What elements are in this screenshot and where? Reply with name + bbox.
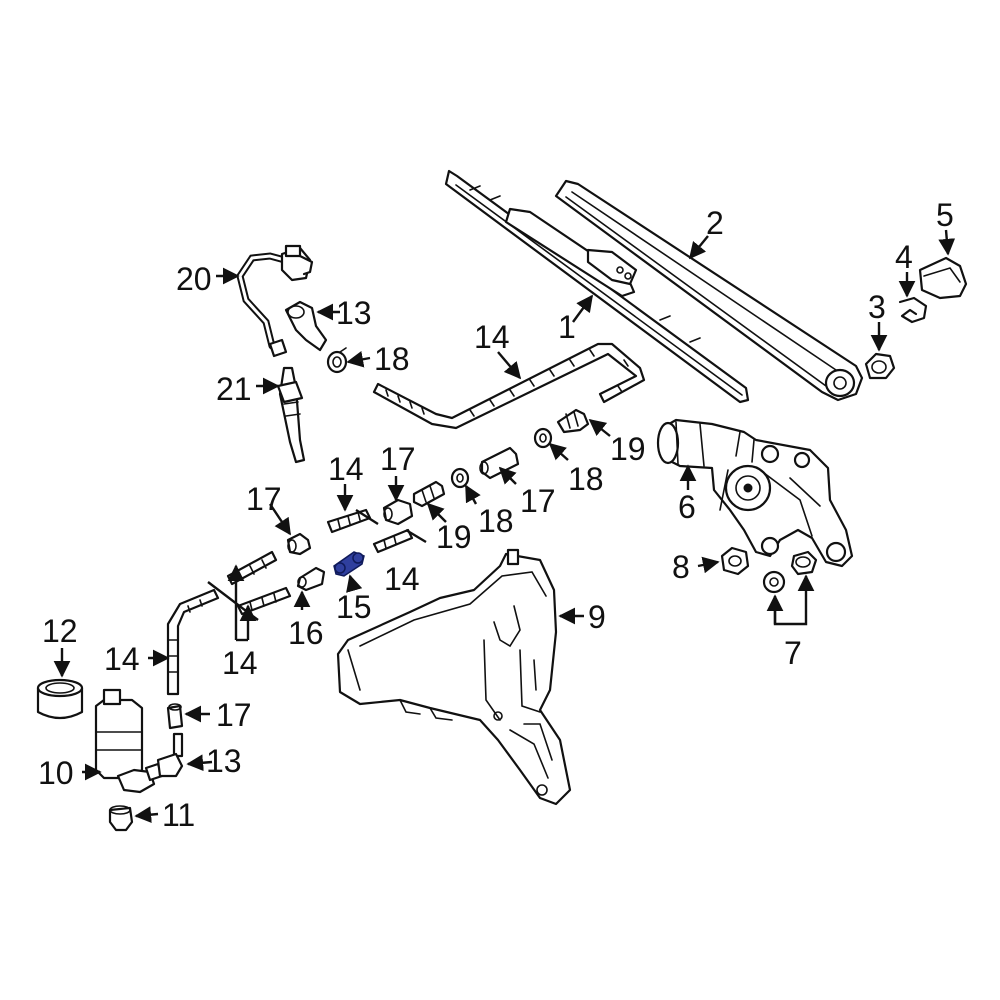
wiper-blade [444,169,750,404]
callout-18-upper: 18 [374,341,410,377]
elbow-connector-upper [284,300,328,352]
callout-13-upper: 13 [336,295,372,331]
hose-fitting-right [556,408,590,434]
callout-14-top: 14 [474,319,510,355]
callout-14-center: 14 [328,451,364,487]
wiper-motor [656,418,854,568]
callout-17-lower-left: 17 [216,697,252,733]
pump-grommet [108,805,134,832]
callout-17-left: 17 [246,481,282,517]
callout-1: 1 [558,309,576,345]
hose-connector-highlighted [333,551,365,577]
washer-pump [94,688,164,794]
wiper-arm [554,179,864,402]
hose-segment-center-upper [326,508,372,534]
hose-cap-center [382,498,414,526]
hose-clamp-center [450,467,470,489]
grommet-and-bushing [762,550,818,594]
hose-fitting-center [412,480,446,508]
elbow-connector-lower [156,732,184,778]
hose-cap-right [479,446,520,480]
callout-4: 4 [895,239,913,275]
hose-segment-left-vertical [166,588,220,696]
callout-11: 11 [162,797,195,833]
callout-17-center: 17 [380,441,416,477]
pump-seal [36,678,84,720]
callout-7: 7 [784,635,802,671]
hose-segment-center-lower [372,528,414,554]
hose-clamp-upper [326,347,348,374]
callout-3: 3 [868,289,886,325]
hose-connector [296,566,326,592]
washer-hose-upper [372,342,646,430]
callout-18-center: 18 [478,503,514,539]
callout-2: 2 [706,205,724,241]
callout-9: 9 [588,599,606,635]
callout-8: 8 [672,549,690,585]
callout-19-center: 19 [436,519,472,555]
callout-14-center-lower: 14 [384,561,420,597]
callout-14-left: 14 [104,641,140,677]
callout-14-left-lower: 14 [222,645,258,681]
wiper-arm-cap [918,256,968,300]
washer-reservoir [336,548,572,806]
callout-5: 5 [936,197,954,233]
callout-15: 15 [336,589,372,625]
washer-nozzle [276,366,306,464]
hose-cap-left [286,532,312,556]
hose-cap-lower-left [166,703,184,730]
clip [898,296,928,324]
callout-6: 6 [678,489,696,525]
hose-clamp-right [533,427,553,449]
callout-21: 21 [216,371,252,407]
callout-17-right: 17 [520,483,556,519]
callout-18-right: 18 [568,461,604,497]
callout-16: 16 [288,615,324,651]
callout-19-right: 19 [610,431,646,467]
callout-10: 10 [38,755,74,791]
callout-labels: 1 2 3 4 5 6 7 8 9 10 11 12 13 13 14 14 1… [38,197,954,833]
callout-20: 20 [176,261,212,297]
nut [864,352,896,380]
callout-13-lower: 13 [206,743,242,779]
motor-nut [720,546,750,576]
callout-12: 12 [42,613,78,649]
leader-lines [53,229,956,823]
washer-pipe [236,244,314,358]
